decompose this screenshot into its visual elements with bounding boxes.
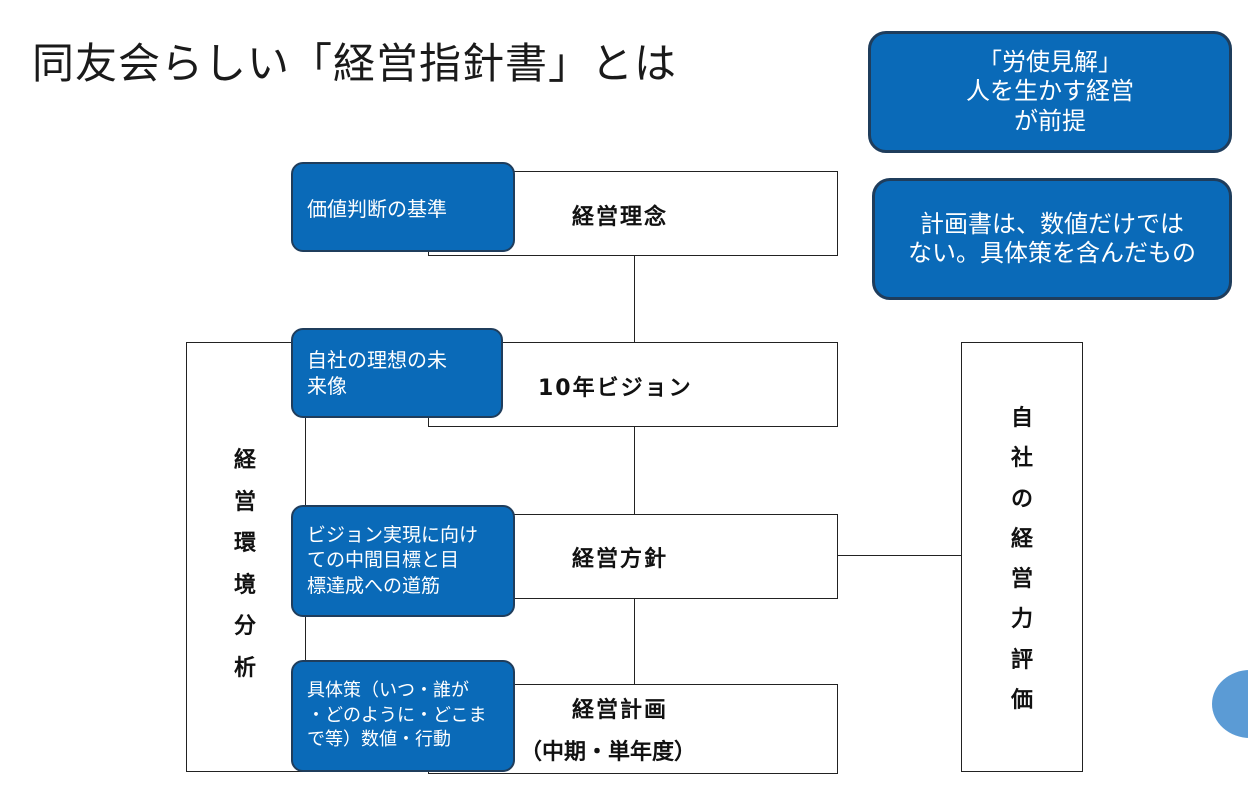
note-line: 自社の理想の未 xyxy=(307,348,447,372)
vision-label: 10年ビジョン xyxy=(538,376,693,401)
connector-line xyxy=(838,555,961,556)
vertical-char: 分 xyxy=(233,614,256,640)
plan-note-callout: 計画書は、数値だけでは ない。具体策を含んだもの xyxy=(872,178,1232,300)
vertical-char: 社 xyxy=(1010,446,1033,472)
callout-line: 人を生かす経営 xyxy=(966,77,1134,106)
vertical-char: 経 xyxy=(1010,526,1033,552)
note-line: ビジョン実現に向け xyxy=(307,524,479,547)
note-line: 価値判断の基準 xyxy=(307,196,447,221)
note-line: 標達成への道筋 xyxy=(307,574,441,597)
callout-line: が前提 xyxy=(1014,106,1086,135)
plan-sublabel: （中期・単年度） xyxy=(520,740,697,765)
vertical-char: 環 xyxy=(233,531,256,557)
note-line: 具体策（いつ・誰が xyxy=(307,679,469,701)
self-assessment-frame xyxy=(961,342,1083,772)
plan-note: 具体策（いつ・誰が ・どのように・どこま で等）数値・行動 xyxy=(291,660,515,772)
vertical-char: の xyxy=(1010,486,1033,512)
connector-line xyxy=(634,426,635,516)
note-line: ・どのように・どこま xyxy=(307,704,487,726)
vision-note: 自社の理想の未 来像 xyxy=(291,328,503,418)
vertical-char: 営 xyxy=(233,489,256,515)
note-line: ての中間目標と目 xyxy=(307,549,460,572)
philosophy-note: 価値判断の基準 xyxy=(291,162,515,252)
connector-line xyxy=(634,255,635,344)
vertical-char: 営 xyxy=(1010,567,1033,593)
callout-line: ない。具体策を含んだもの xyxy=(908,239,1196,267)
vertical-char: 境 xyxy=(233,572,256,598)
page-title: 同友会らしい「経営指針書」とは xyxy=(32,39,678,88)
self-assessment-label: 自 社 の 経 営 力 評 価 xyxy=(992,400,1052,714)
vertical-char: 経 xyxy=(233,448,256,473)
policy-label: 経営方針 xyxy=(572,547,669,572)
vertical-char: 析 xyxy=(233,655,256,681)
policy-note: ビジョン実現に向け ての中間目標と目 標達成への道筋 xyxy=(291,505,515,617)
note-line: で等）数値・行動 xyxy=(307,729,451,751)
connector-line xyxy=(634,598,635,686)
callout-line: 「労使見解」 xyxy=(978,48,1122,77)
vertical-char: 価 xyxy=(1010,687,1033,713)
environment-analysis-label: 経 営 環 境 分 析 xyxy=(215,442,275,682)
labor-view-callout: 「労使見解」 人を生かす経営 が前提 xyxy=(868,31,1232,153)
plan-label: 経営計画 xyxy=(572,698,669,723)
callout-line: 計画書は、数値だけでは xyxy=(920,209,1184,238)
philosophy-label: 経営理念 xyxy=(572,205,669,230)
note-line: 来像 xyxy=(307,374,347,398)
page-number-badge xyxy=(1212,670,1248,738)
environment-analysis-frame xyxy=(186,342,306,772)
vertical-char: 評 xyxy=(1010,647,1033,673)
vertical-char: 自 xyxy=(1010,406,1033,431)
vertical-char: 力 xyxy=(1010,607,1033,633)
